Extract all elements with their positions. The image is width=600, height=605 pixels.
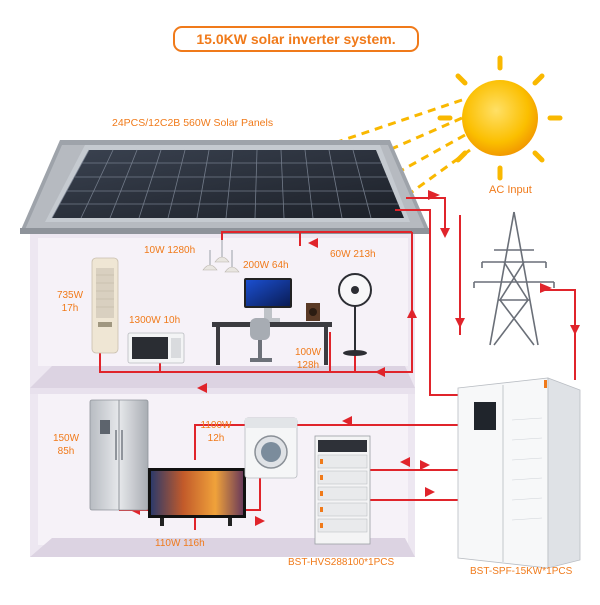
washing-machine-power-label: 1100W xyxy=(200,420,232,431)
microwave xyxy=(127,332,185,364)
ac-input-label: AC Input xyxy=(489,184,532,196)
diagram-title: 15.0KW solar inverter system. xyxy=(196,31,396,47)
fan-power-label: 60W 213h xyxy=(330,249,376,260)
battery-label: BST-HVS288100*1PCS xyxy=(288,557,395,568)
printer-power-label: 100W xyxy=(294,347,322,358)
refrigerator xyxy=(89,399,149,511)
inverter-cabinet xyxy=(457,377,581,569)
power-pylon xyxy=(473,211,555,346)
desk-with-computer xyxy=(212,278,332,365)
sun xyxy=(437,55,563,181)
microwave-power-label: 1300W 10h xyxy=(129,315,181,326)
ceiling-light-power-label: 10W 1280h xyxy=(144,245,196,256)
solar-panels-label: 24PCS/12C2B 560W Solar Panels xyxy=(112,117,274,129)
ceiling-lamps xyxy=(202,240,240,273)
tower-ac-power-label: 735W xyxy=(56,290,84,301)
refrigerator-power-label: 150W xyxy=(52,433,80,444)
printer-hours-label: 128h xyxy=(296,360,320,371)
flow-arrows xyxy=(130,190,580,526)
inverter-label: BST-SPF-15KW*1PCS xyxy=(470,566,573,577)
washing-machine xyxy=(244,417,298,479)
tower-ac xyxy=(91,257,119,354)
sun-rays xyxy=(289,98,471,217)
battery-rack xyxy=(314,435,371,545)
refrigerator-hours-label: 85h xyxy=(57,446,75,457)
television-power-label: 110W 116h xyxy=(155,538,205,549)
washing-machine-hours-label: 12h xyxy=(207,433,225,444)
solar-panel-array xyxy=(45,145,410,222)
computer-power-label: 200W 64h xyxy=(243,260,289,271)
title-box: 15.0KW solar inverter system. xyxy=(173,26,419,52)
television xyxy=(148,468,246,526)
standing-fan xyxy=(338,273,372,356)
tower-ac-hours-label: 17h xyxy=(61,303,79,314)
